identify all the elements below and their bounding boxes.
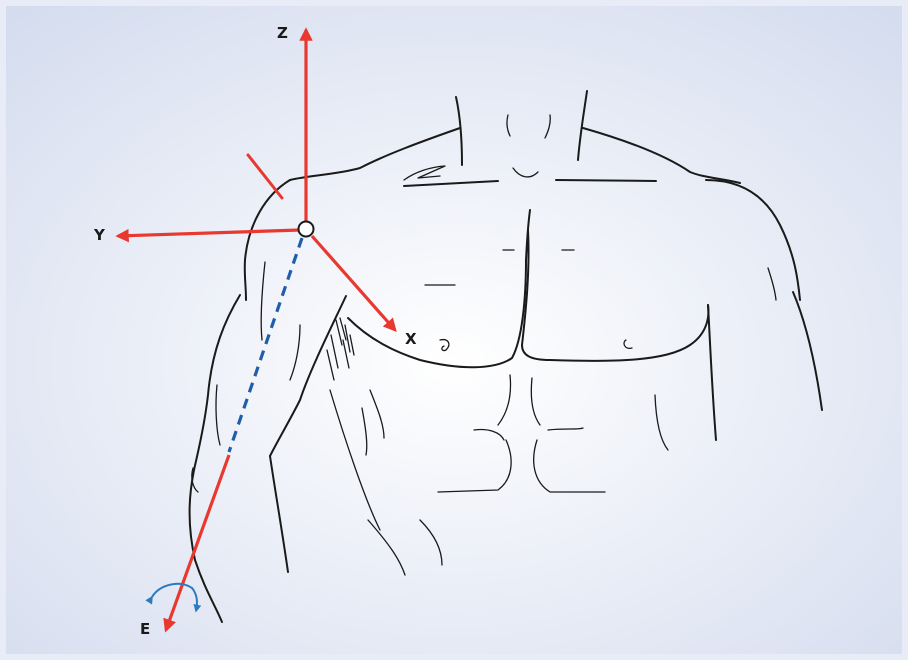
e-axis-label: E: [140, 620, 150, 638]
joint-center-circle-icon: [299, 222, 314, 237]
background-panel: [6, 6, 902, 654]
y-axis-label: Y: [93, 226, 106, 244]
z-axis-label: Z: [277, 24, 288, 42]
x-axis-label: X: [405, 330, 417, 348]
right-clavicle: [556, 180, 656, 181]
